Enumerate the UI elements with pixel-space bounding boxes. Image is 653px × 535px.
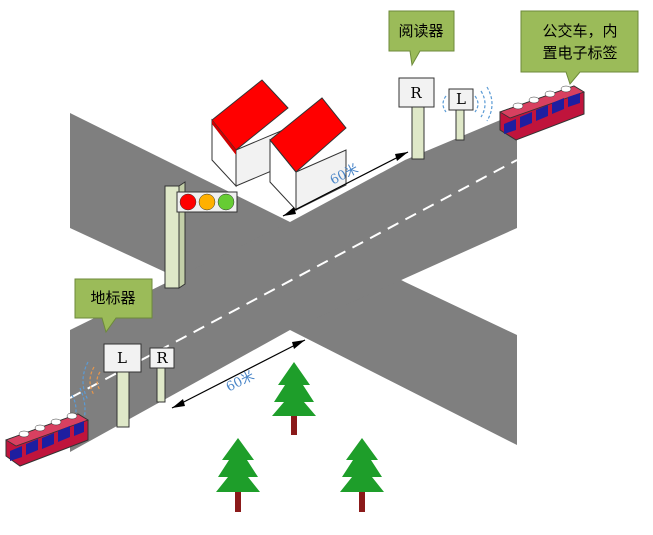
reader-letter-bottom: R (156, 349, 168, 367)
landmark-sign-top: L (442, 86, 493, 141)
landmark-sign-bottom: L (82, 343, 142, 428)
reader-letter-top: R (410, 84, 422, 102)
center-dash (69, 159, 518, 399)
tree-2 (216, 438, 260, 512)
callout-landmark: 地标器 (74, 278, 153, 334)
amber-light-icon (198, 193, 216, 211)
callout-bus-line1: 公交车，内 (542, 22, 617, 40)
tree-3 (340, 438, 384, 512)
bus-top (499, 85, 585, 141)
tree-1 (272, 362, 316, 435)
house-2 (269, 97, 347, 212)
distance-label-bottom: 60米 (224, 368, 257, 395)
callout-bus: 公交车，内 置电子标签 (520, 10, 639, 86)
reader-sign-top: R (398, 77, 435, 160)
landmark-letter-top: L (456, 90, 466, 108)
reader-sign-bottom: R (149, 347, 175, 403)
green-light-icon (217, 193, 235, 211)
red-light-icon (179, 193, 197, 211)
callout-reader: 阅读器 (388, 10, 455, 67)
callout-bus-line2: 置电子标签 (542, 44, 617, 62)
bus-bottom (5, 387, 89, 467)
landmark-letter-bottom: L (117, 349, 127, 367)
road-sw-ne (70, 113, 517, 452)
callout-landmark-text: 地标器 (90, 289, 135, 307)
traffic-light (164, 181, 238, 289)
callout-reader-text: 阅读器 (398, 22, 443, 40)
